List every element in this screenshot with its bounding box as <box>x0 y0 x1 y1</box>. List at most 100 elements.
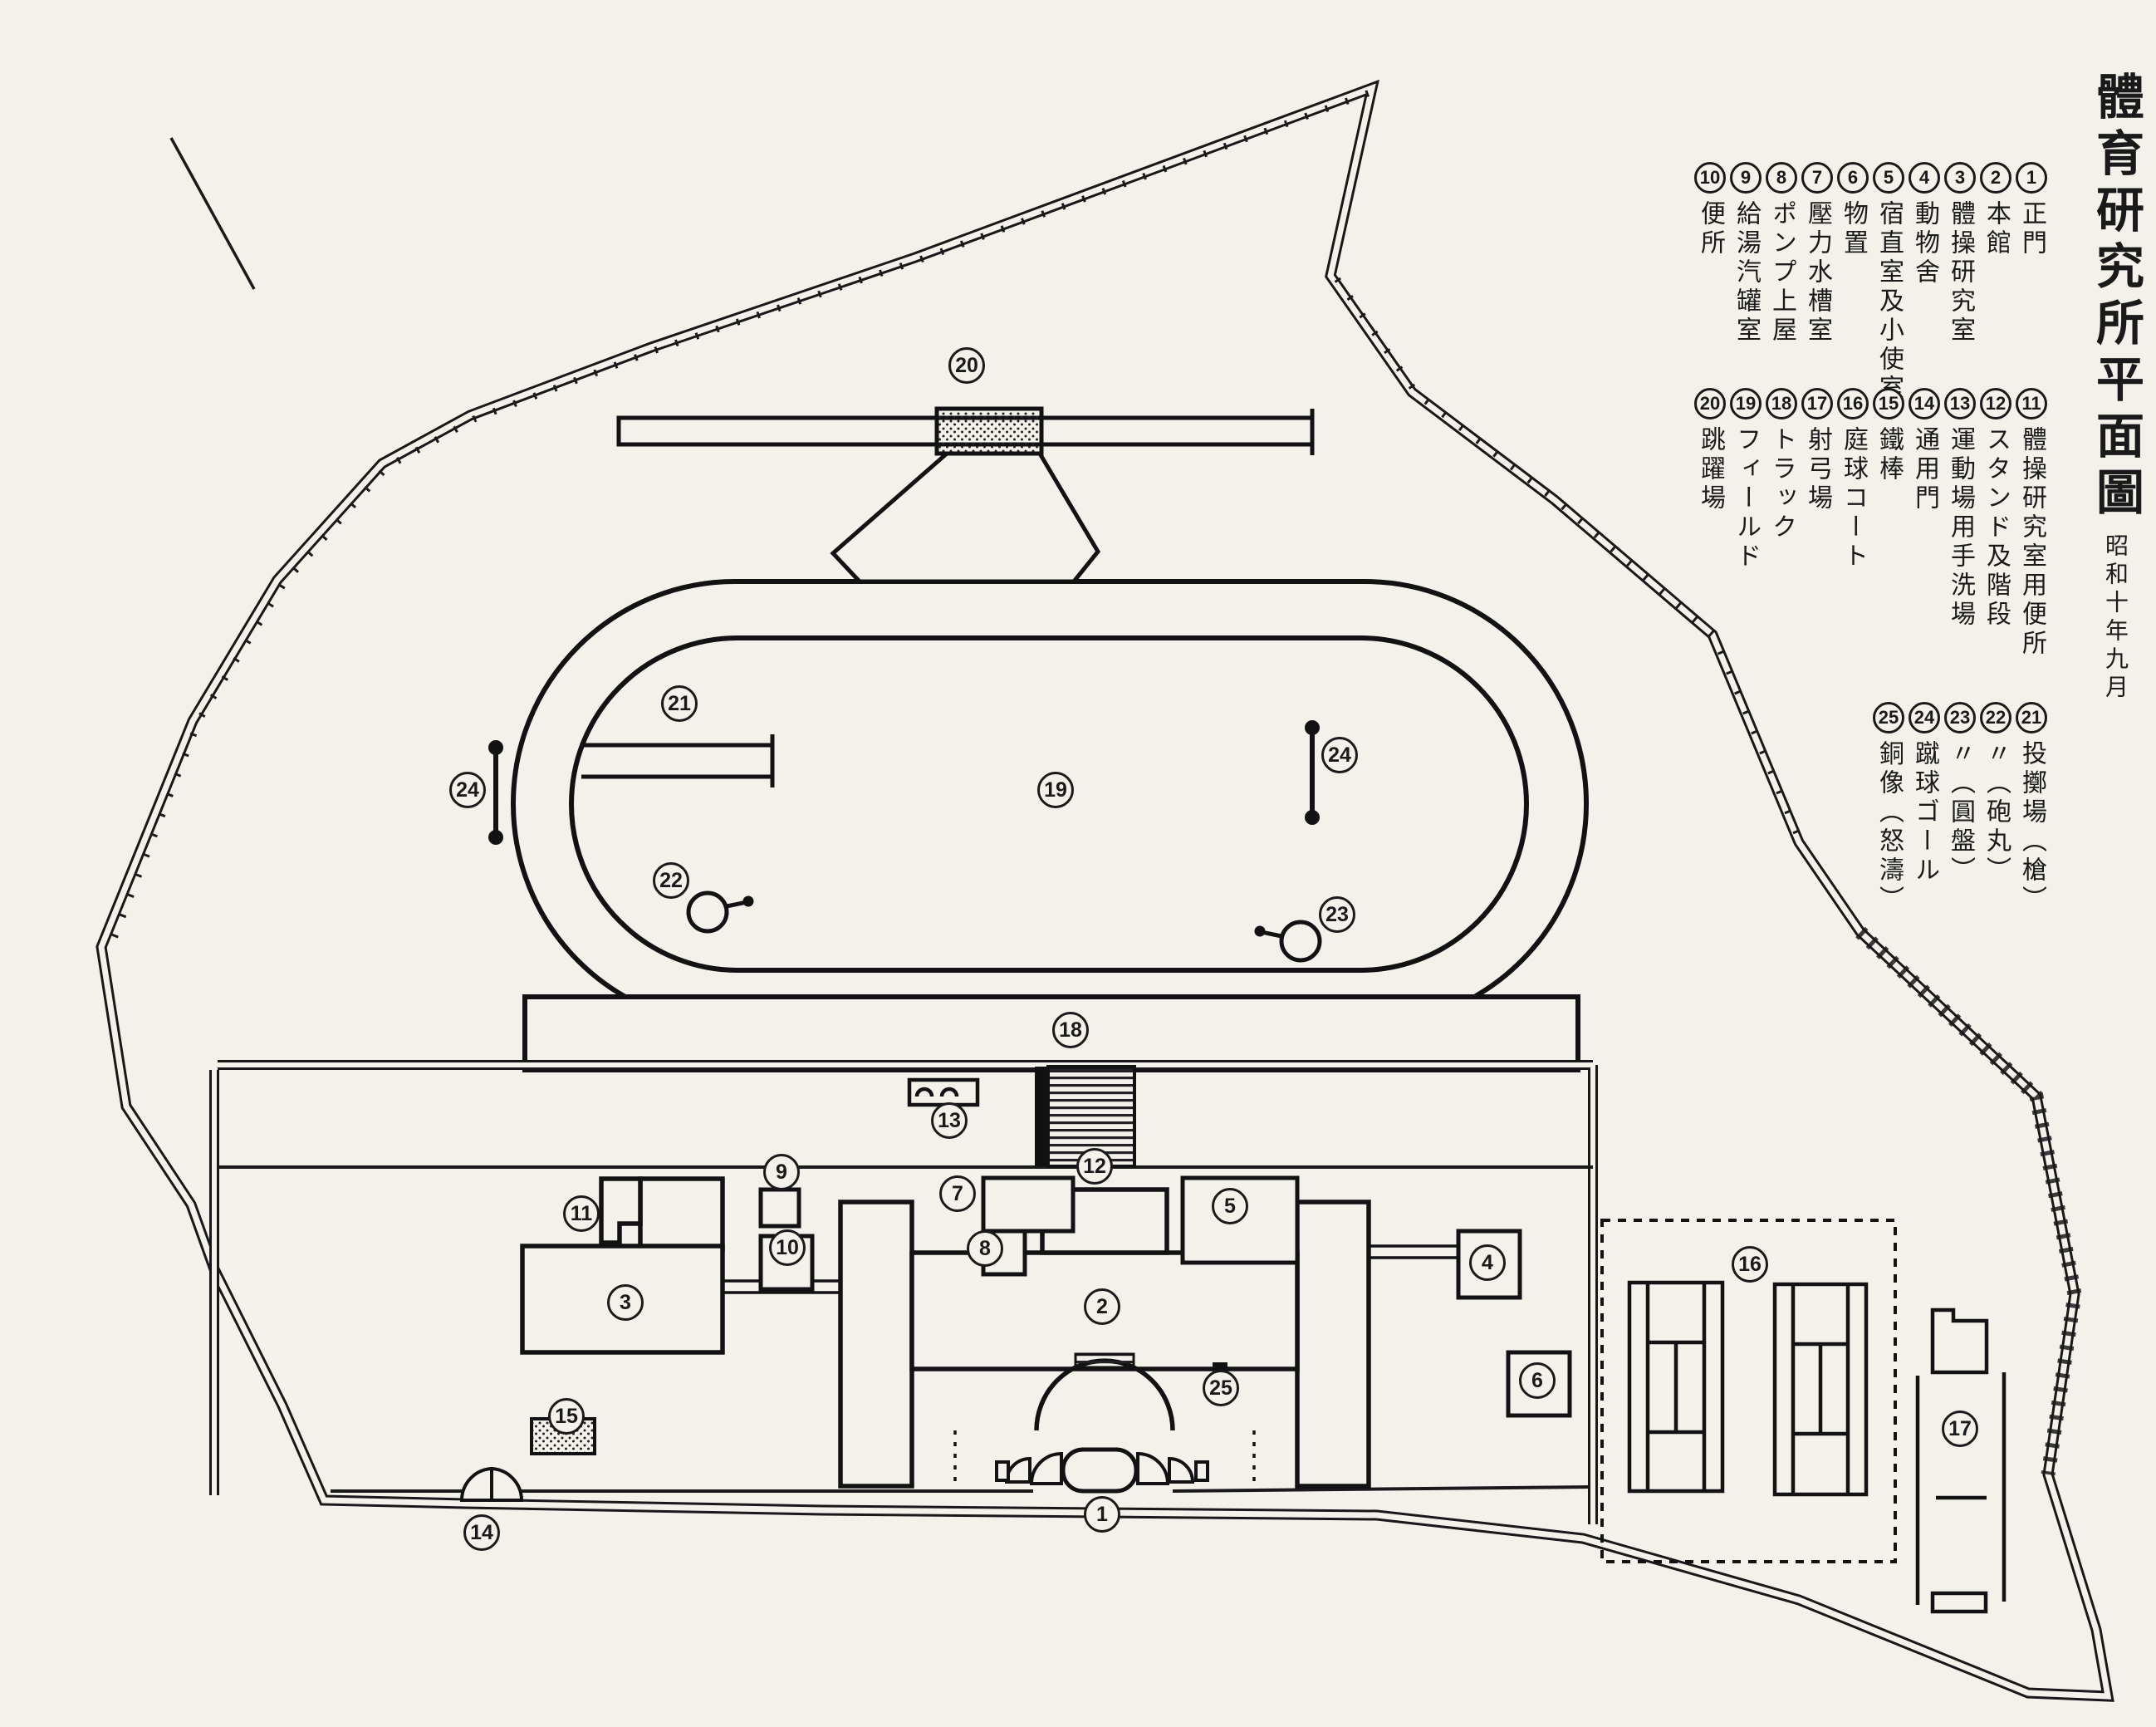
legend-label-17: 射弓場 <box>1804 426 1831 513</box>
legend-number-5: 5 <box>1873 162 1904 194</box>
legend-label-24: 蹴球ゴール <box>1911 740 1938 886</box>
map-marker-18: 18 <box>1052 1012 1089 1048</box>
building-11-toilet <box>599 1176 643 1245</box>
legend-number-24: 24 <box>1909 702 1940 733</box>
map-marker-24: 24 <box>449 772 486 808</box>
tennis-courts <box>1600 1219 1897 1563</box>
legend-label-23: 〃（圓盤） <box>1947 740 1974 886</box>
legend-number-1: 1 <box>2016 162 2047 194</box>
football-goal-left <box>488 740 503 845</box>
legend-label-6: 物置 <box>1840 200 1867 258</box>
legend-entry-22: 22〃（砲丸） <box>1980 702 2011 886</box>
legend-label-4: 動物舍 <box>1911 200 1938 287</box>
map-marker-2: 2 <box>1084 1288 1120 1325</box>
legend-number-18: 18 <box>1766 388 1797 419</box>
map-marker-20: 20 <box>948 347 985 384</box>
legend-entry-4: 4 動物舍 <box>1909 162 1940 388</box>
legend-label-2: 本館 <box>1982 200 2010 258</box>
legend-number-7: 7 <box>1801 162 1833 194</box>
throwing-circle-shotput <box>686 890 754 934</box>
wash-stand <box>907 1077 980 1107</box>
legend-entry-8: 8 ポンプ上屋 <box>1766 162 1797 388</box>
legend-number-13: 13 <box>1944 388 1976 419</box>
legend-entry-2: 2 本館 <box>1980 162 2011 388</box>
legend-label-3: 體操研究室 <box>1947 200 1974 346</box>
legend-column-10: 10 便所 20 跳躍場 <box>1692 162 1728 702</box>
legend-number-16: 16 <box>1837 388 1869 419</box>
legend-entry-12: 12 スタンド及階段 <box>1980 388 2011 702</box>
legend-column-8: 8 ポンプ上屋 18 トラック <box>1763 162 1800 702</box>
legend-number-6: 6 <box>1837 162 1869 194</box>
building-9 <box>758 1187 801 1229</box>
map-marker-16: 16 <box>1732 1246 1768 1283</box>
map-marker-19: 19 <box>1037 772 1074 808</box>
building-3 <box>520 1176 725 1355</box>
legend-entry-13: 13 運動場用手洗場 <box>1944 388 1976 702</box>
main-gate <box>995 1447 1209 1494</box>
legend-label-13: 運動場用手洗場 <box>1947 426 1974 630</box>
legend-label-1: 正門 <box>2018 200 2046 258</box>
map-marker-8: 8 <box>967 1230 1003 1267</box>
javelin-runway <box>581 734 775 787</box>
map-marker-4: 4 <box>1469 1244 1506 1281</box>
map-marker-5: 5 <box>1212 1188 1248 1224</box>
legend-number-10: 10 <box>1694 162 1726 194</box>
legend-label-12: スタンド及階段 <box>1982 426 2010 630</box>
legend-label-22: 〃（砲丸） <box>1982 740 2010 886</box>
legend-column-2: 2 本館 12 スタンド及階段 22〃（砲丸） <box>1977 162 2014 886</box>
legend-label-14: 通用門 <box>1911 426 1938 513</box>
map-marker-14: 14 <box>463 1514 500 1551</box>
map-marker-3: 3 <box>607 1284 644 1321</box>
legend-label-16: 庭球コート <box>1840 426 1867 572</box>
legend-label-21: 投擲場（槍） <box>2018 740 2046 915</box>
legend-entry-16: 16 庭球コート <box>1837 388 1869 702</box>
page-date: 昭和十年九月 <box>2102 533 2128 703</box>
map-marker-25: 25 <box>1203 1370 1239 1406</box>
legend-number-2: 2 <box>1980 162 2011 194</box>
legend-entry-23: 23〃（圓盤） <box>1944 702 1976 886</box>
map-marker-24: 24 <box>1321 737 1358 773</box>
map-marker-13: 13 <box>931 1102 968 1139</box>
map-marker-6: 6 <box>1519 1362 1556 1399</box>
legend-column-3: 3 體操研究室 13 運動場用手洗場 23〃（圓盤） <box>1942 162 1978 886</box>
legend-entry-20: 20 跳躍場 <box>1694 388 1726 702</box>
legend-number-14: 14 <box>1909 388 1940 419</box>
legend-number-15: 15 <box>1873 388 1904 419</box>
legend-entry-14: 14 通用門 <box>1909 388 1940 702</box>
service-gate <box>459 1466 524 1502</box>
football-goal-right <box>1305 720 1320 825</box>
legend-number-4: 4 <box>1909 162 1940 194</box>
legend-number-20: 20 <box>1694 388 1726 419</box>
building-7 <box>981 1175 1076 1234</box>
site-boundary-wall <box>96 79 2114 1702</box>
legend-column-6: 6 物置 16 庭球コート <box>1835 162 1871 702</box>
yard-walls <box>209 1060 1598 1524</box>
legend-entry-6: 6 物置 <box>1837 162 1869 388</box>
legend-number-12: 12 <box>1980 388 2011 419</box>
map-marker-23: 23 <box>1319 896 1355 933</box>
legend-label-18: トラック <box>1768 426 1796 542</box>
legend-label-11: 體操研究室用便所 <box>2018 426 2046 659</box>
legend-label-20: 跳躍場 <box>1697 426 1724 513</box>
map-marker-1: 1 <box>1084 1496 1120 1533</box>
legend-number-9: 9 <box>1730 162 1762 194</box>
legend-label-10: 便所 <box>1697 200 1724 258</box>
legend-label-8: ポンプ上屋 <box>1768 200 1796 346</box>
jumping-area <box>616 406 1315 584</box>
legend-number-8: 8 <box>1766 162 1797 194</box>
legend-number-3: 3 <box>1944 162 1976 194</box>
archery-range <box>1915 1308 2007 1614</box>
legend-label-5: 宿直室及小使室 <box>1875 200 1903 404</box>
map-marker-15: 15 <box>548 1398 585 1435</box>
legend-label-25: 銅像（怒濤） <box>1875 740 1903 915</box>
map-marker-22: 22 <box>653 862 689 899</box>
